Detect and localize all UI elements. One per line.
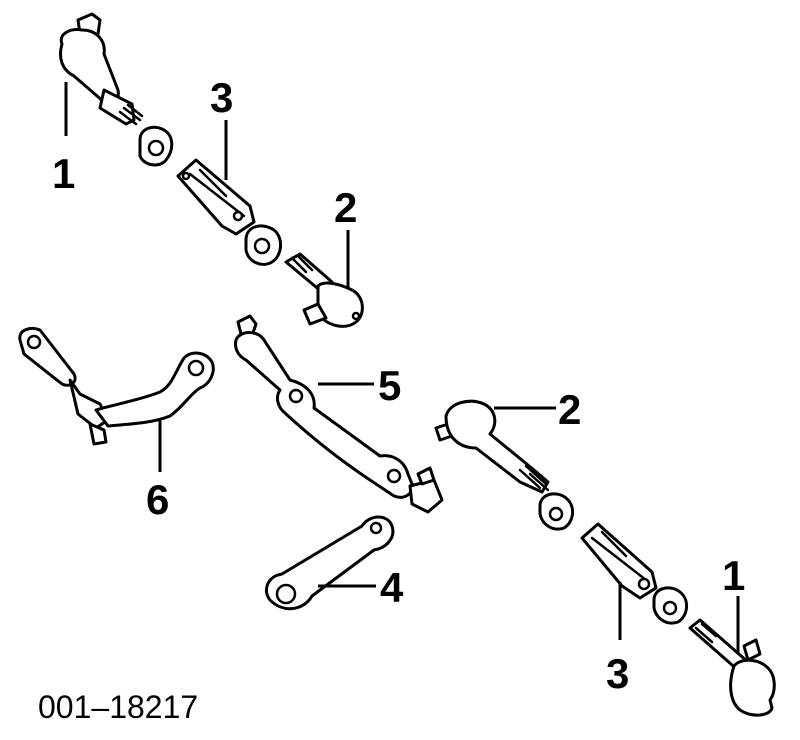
callout-2-upper: 2 bbox=[334, 184, 357, 231]
clamp-upper-1 bbox=[138, 125, 174, 167]
pitman-arm bbox=[265, 515, 395, 611]
callout-4: 4 bbox=[380, 564, 404, 611]
inner-tie-rod-end-upper bbox=[284, 252, 364, 328]
callout-2-lower: 2 bbox=[558, 386, 581, 433]
outer-tie-rod-end-upper bbox=[59, 12, 144, 126]
clamp-lower-2 bbox=[652, 586, 688, 625]
adjusting-sleeve-lower bbox=[580, 522, 658, 600]
callout-1-upper: 1 bbox=[52, 150, 75, 197]
adjusting-sleeve-upper bbox=[176, 158, 256, 236]
callout-3-upper: 3 bbox=[210, 74, 233, 121]
clamp-lower-1 bbox=[538, 492, 574, 531]
center-link bbox=[234, 314, 444, 514]
diagram-id-label: 001–18217 bbox=[38, 689, 198, 725]
callout-5: 5 bbox=[378, 362, 401, 409]
callout-1-lower: 1 bbox=[722, 552, 745, 599]
outer-tie-rod-end-lower bbox=[688, 618, 776, 717]
clamp-upper-2 bbox=[244, 224, 282, 266]
idler-arm bbox=[18, 326, 215, 446]
callout-3-lower: 3 bbox=[606, 650, 629, 697]
callout-6: 6 bbox=[146, 476, 169, 523]
inner-tie-rod-end-lower bbox=[434, 399, 550, 494]
